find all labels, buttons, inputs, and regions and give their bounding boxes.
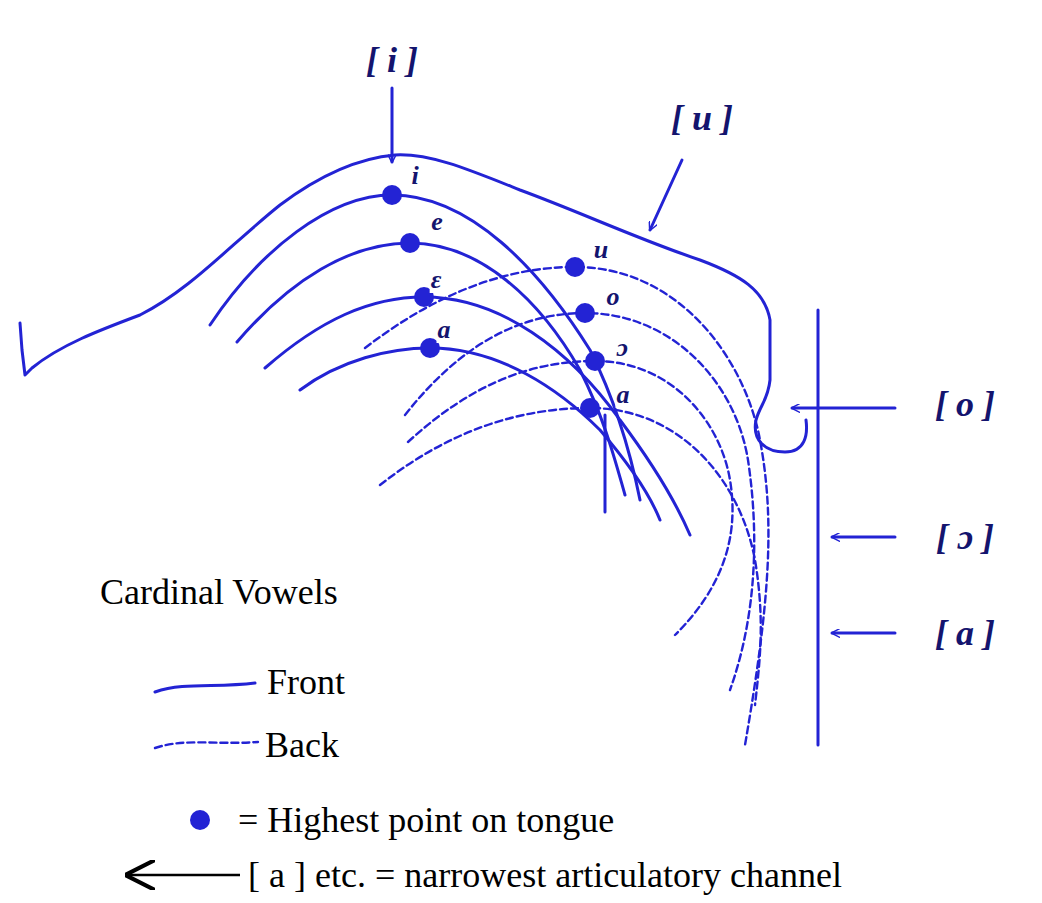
front-tongue-curve (237, 243, 625, 495)
legend-title: Cardinal Vowels (100, 574, 338, 610)
legend-text: Front (267, 664, 345, 700)
front-tongue-curve (300, 348, 660, 520)
highest-point-dot (580, 398, 600, 418)
channel-arrow (792, 407, 895, 410)
vowel-letter: ɔ (615, 335, 629, 361)
vowel-letter: i (410, 163, 419, 189)
highest-point-dot (575, 303, 595, 323)
channel-arrow (650, 160, 682, 230)
channel-label: [ i ] (366, 42, 418, 78)
highest-point-dot (400, 233, 420, 253)
vowel-letter: e (430, 209, 444, 235)
front-tongue-curve (265, 297, 690, 535)
highest-point-dot (585, 351, 605, 371)
vowel-letter: ɛ (430, 267, 443, 293)
legend-text: Back (265, 727, 339, 763)
legend-text: [ a ] etc. = narrowest articulatory chan… (248, 857, 842, 893)
vowel-letter: a (616, 382, 631, 408)
legend-arrow-sample (128, 874, 240, 877)
back-tongue-curve (365, 267, 768, 745)
legend-back-sample (155, 742, 258, 748)
back-tongue-curve (408, 361, 733, 635)
legend-text: = Highest point on tongue (238, 802, 614, 838)
channel-arrow (391, 88, 394, 162)
channel-label: [ o ] (935, 386, 995, 422)
highest-point-dot (382, 185, 402, 205)
back-tongue-curve (405, 313, 754, 690)
reference-tick (604, 415, 607, 512)
back-tongue-curve (380, 408, 761, 705)
legend-front-sample (155, 683, 255, 692)
vowel-letter: u (593, 237, 609, 263)
palate-outline (20, 155, 807, 452)
highest-point-dot (565, 257, 585, 277)
channel-arrow (832, 632, 895, 635)
legend-dot-sample (190, 810, 210, 830)
channel-label: [ a ] (935, 615, 995, 651)
vowel-letter: o (606, 284, 621, 310)
channel-label: [ u ] (671, 100, 733, 136)
pharynx-wall (817, 310, 820, 745)
channel-label: [ ɔ ] (936, 519, 994, 555)
channel-arrow (832, 536, 895, 539)
vowel-letter: a (437, 317, 452, 343)
